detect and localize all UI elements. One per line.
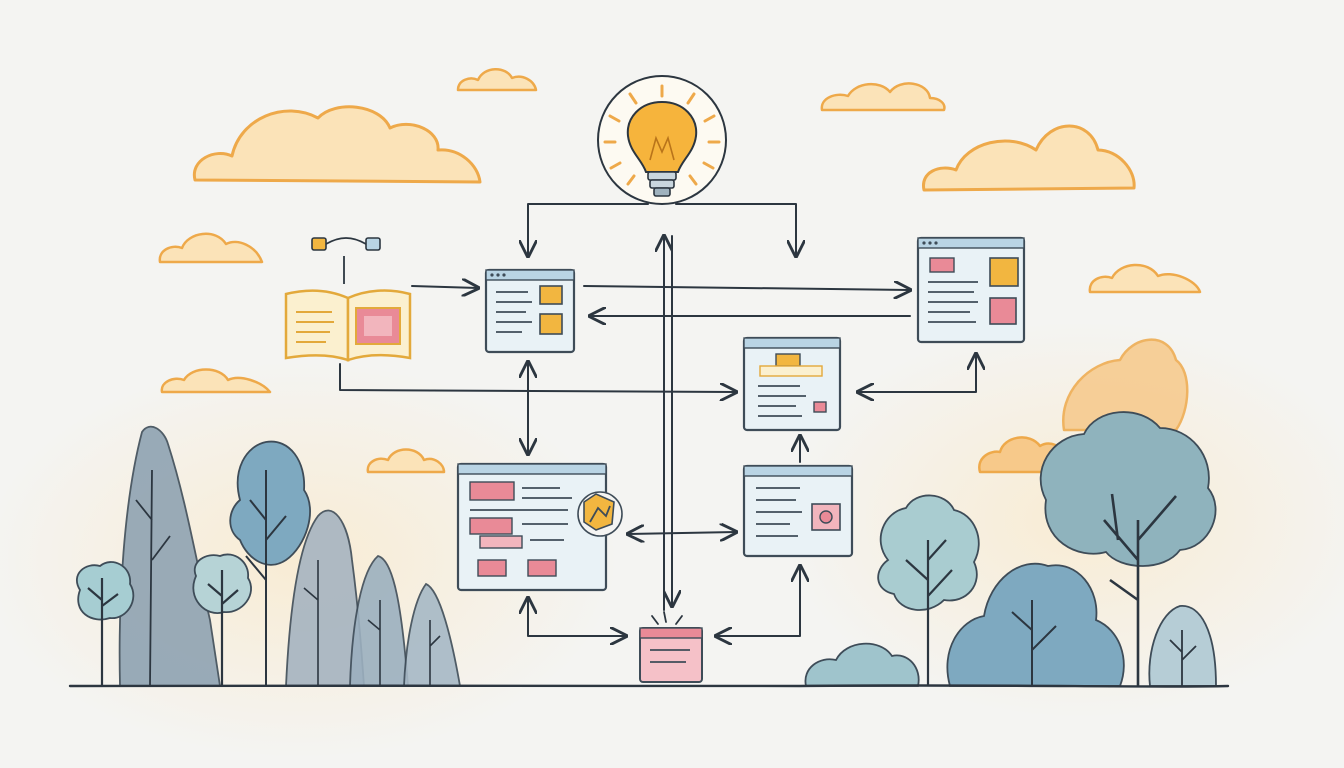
browser-window-icon: [456, 462, 623, 592]
browser-window-icon: [916, 236, 1026, 344]
lightbulb-icon: [597, 75, 727, 205]
cloud-icon: [820, 82, 946, 112]
connector-icon: [311, 237, 381, 284]
tree-icon: [946, 562, 1125, 687]
tree-icon: [403, 582, 462, 687]
left-landscape: [76, 425, 462, 687]
cloud-icon: [456, 68, 538, 92]
alert-tray-icon: [639, 611, 703, 683]
right-landscape: [804, 411, 1217, 687]
browser-window-icon: [742, 336, 842, 432]
connection-arrows: [339, 203, 976, 636]
cloud-icon: [158, 232, 264, 264]
tree-icon: [349, 555, 409, 687]
open-book-icon: [284, 289, 412, 362]
cloud-icon: [366, 448, 446, 474]
cloud-icon: [922, 124, 1136, 192]
tree-icon: [1039, 411, 1217, 567]
tree-icon: [804, 642, 920, 687]
chart-badge-icon: [577, 491, 623, 537]
tree-icon: [76, 561, 135, 621]
browser-window-icon: [742, 464, 854, 558]
ground-line: [68, 684, 1230, 688]
cloud-icon: [192, 105, 482, 184]
cloud-icon: [1062, 338, 1189, 432]
browser-window-icon: [484, 268, 576, 354]
cloud-icon: [1088, 263, 1202, 294]
tree-icon: [229, 440, 311, 566]
clouds: [158, 68, 1202, 474]
cloud-icon: [160, 368, 272, 394]
